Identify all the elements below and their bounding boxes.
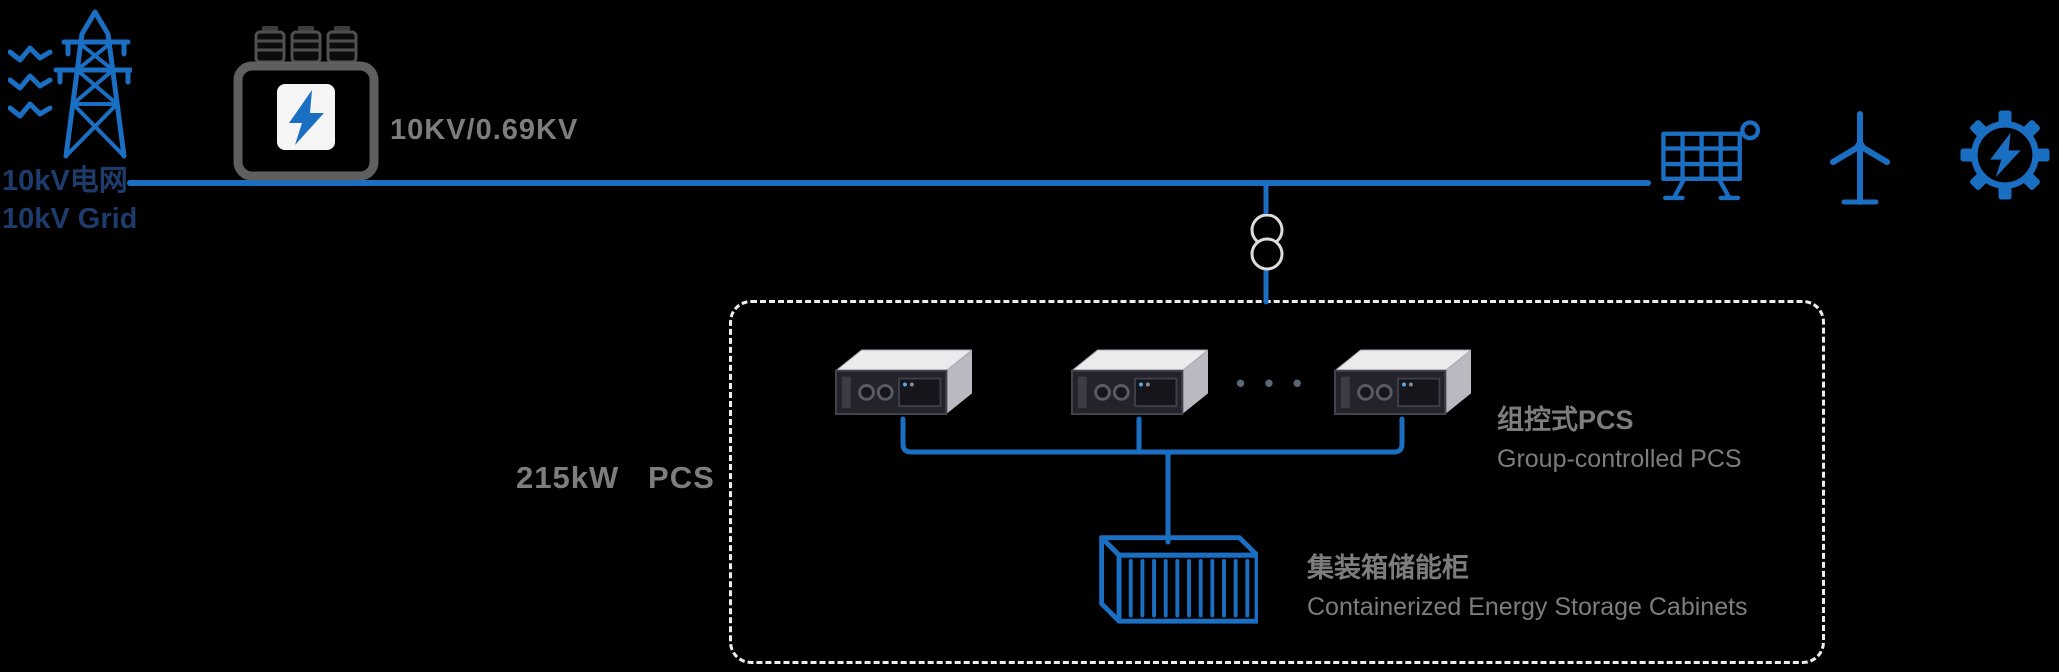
transformer-icon	[233, 26, 379, 181]
bushing-icon	[326, 26, 358, 64]
gear-lightning-icon	[1960, 110, 2050, 200]
pcs-group-annotation: 组控式PCS Group-controlled PCS	[1497, 398, 1742, 474]
pcs-parallel-bus-line	[900, 416, 1405, 455]
lightning-bolt-icon	[1990, 132, 2021, 178]
bushing-icon	[290, 26, 322, 64]
voltage-ratio-label: 10KV/0.69KV	[390, 114, 579, 146]
pcs-group-label-zh: 组控式PCS	[1497, 405, 1634, 435]
two-winding-transformer-symbol	[1250, 214, 1284, 271]
lightning-bolt-icon	[289, 90, 324, 145]
pcs-unit-icon	[1070, 346, 1208, 420]
pcs-unit-icon	[1333, 346, 1471, 420]
grid-source-label-en: 10kV Grid	[2, 203, 138, 235]
sun-icon	[1740, 120, 1761, 141]
pcs-unit-icon	[834, 346, 972, 420]
solar-panel-icon	[1661, 120, 1761, 201]
storage-label-zh: 集装箱储能柜	[1307, 553, 1469, 583]
pcs-ellipsis: • • •	[1236, 368, 1308, 398]
storage-container-icon	[1099, 535, 1258, 624]
storage-annotation: 集装箱储能柜 Containerized Energy Storage Cabi…	[1307, 546, 1748, 622]
grid-source-label-zh: 10kV电网	[2, 165, 128, 197]
transmission-tower-icon	[8, 9, 132, 159]
transformer-bushings	[254, 26, 358, 64]
bushing-icon	[254, 26, 286, 64]
pcs-power-label: 215kW PCS	[516, 460, 715, 495]
pcs-group-label-en: Group-controlled PCS	[1497, 445, 1742, 473]
grid-source-label: 10kV电网 10kV Grid	[2, 162, 137, 238]
wind-turbine-icon	[1830, 111, 1890, 205]
pcs-storage-group-boundary	[729, 300, 1825, 664]
storage-label-en: Containerized Energy Storage Cabinets	[1307, 593, 1748, 621]
